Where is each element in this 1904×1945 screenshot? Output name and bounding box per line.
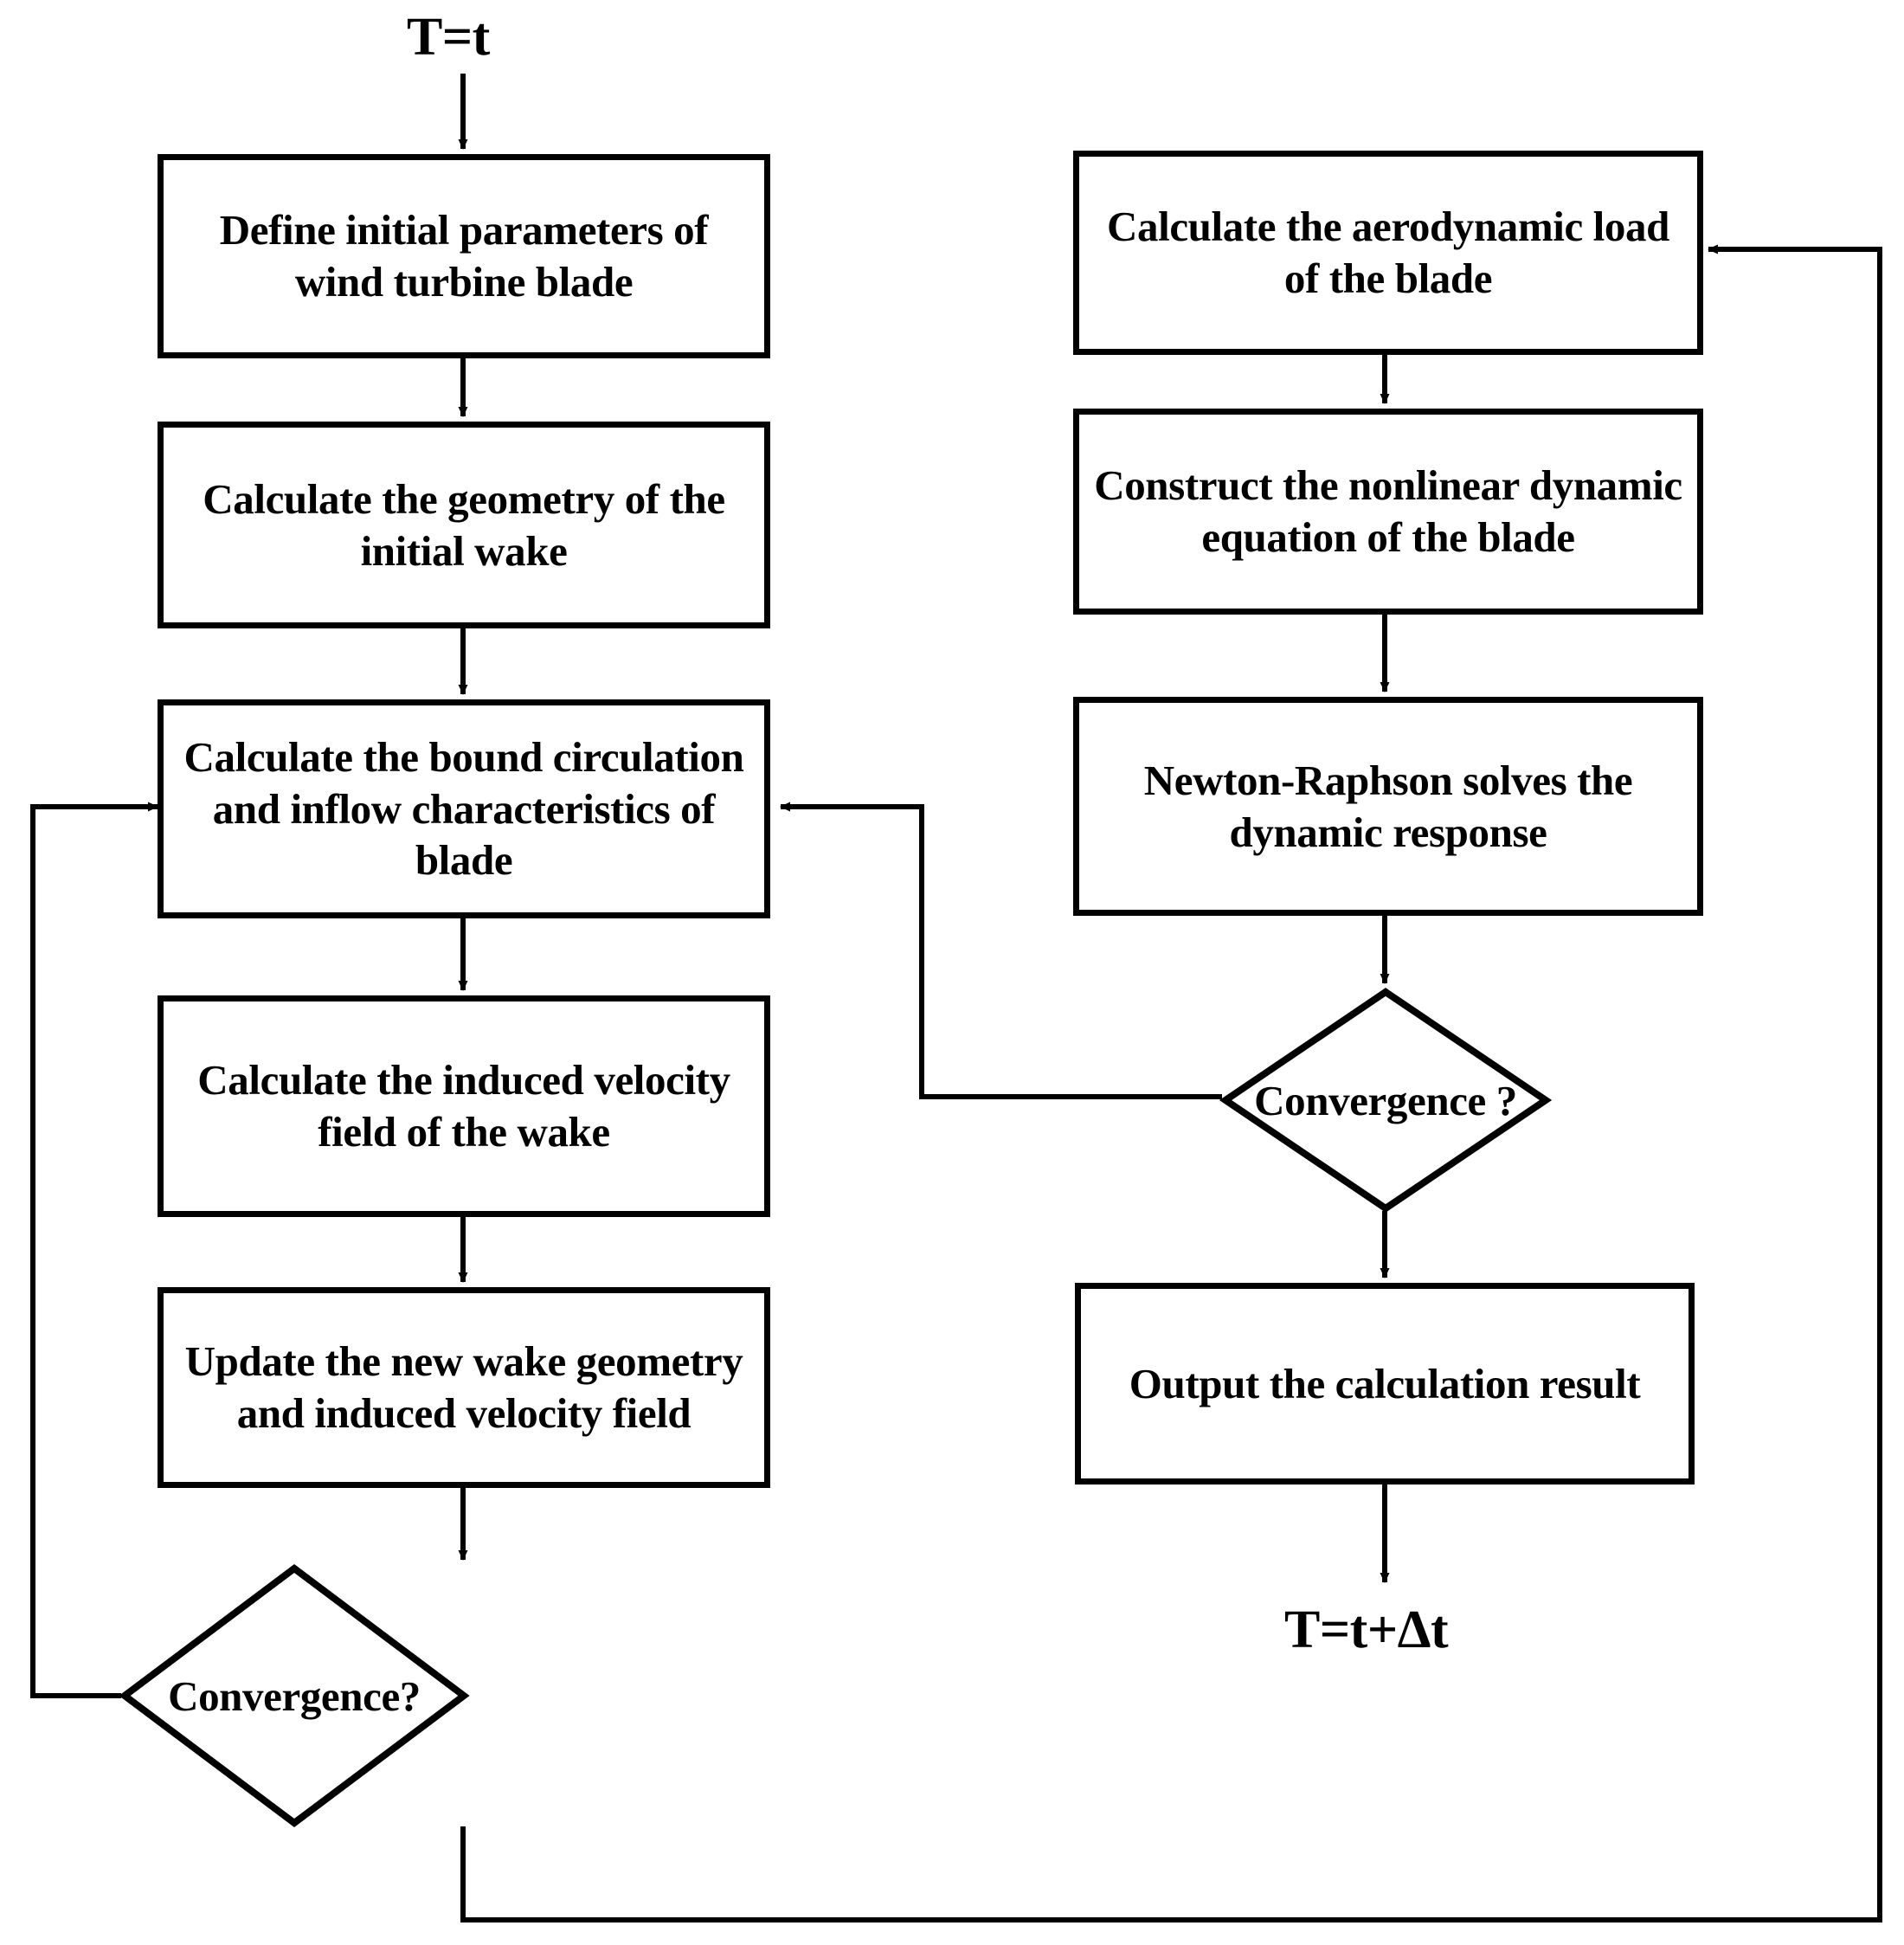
process-node-calculate-bound-circulation[interactable]: Calculate the bound circulation and infl… (158, 699, 770, 918)
process-node-define-initial-parameters[interactable]: Define initial parameters of wind turbin… (158, 154, 770, 358)
decision-node-dynamic-convergence[interactable]: Convergence ? (1219, 988, 1553, 1213)
process-node-label: Update the new wake geometry and induced… (184, 1337, 743, 1437)
decision-node-label: Convergence ? (1254, 1076, 1517, 1124)
process-node-label: Calculate the bound circulation and infl… (183, 732, 744, 885)
start-label: T=t (407, 8, 490, 67)
decision-node-label: Convergence? (168, 1671, 421, 1720)
process-node-construct-nonlinear-dynamic-equation[interactable]: Construct the nonlinear dynamic equation… (1073, 409, 1703, 615)
process-node-newton-raphson-solver[interactable]: Newton-Raphson solves the dynamic respon… (1073, 697, 1703, 916)
edge-decision1-to-node6 (460, 244, 1882, 1922)
process-node-update-wake-geometry[interactable]: Update the new wake geometry and induced… (158, 1287, 770, 1488)
diamond-shape (119, 1564, 470, 1827)
decision-node-wake-convergence[interactable]: Convergence? (119, 1564, 470, 1827)
process-node-label: Construct the nonlinear dynamic equation… (1094, 461, 1682, 561)
process-node-label: Calculate the aerodynamic load of the bl… (1107, 203, 1669, 302)
process-node-calculate-initial-wake-geometry[interactable]: Calculate the geometry of the initial wa… (158, 422, 770, 628)
process-node-label: Newton-Raphson solves the dynamic respon… (1143, 756, 1633, 856)
process-node-calculate-aerodynamic-load[interactable]: Calculate the aerodynamic load of the bl… (1073, 151, 1703, 355)
end-label: T=t+Δt (1284, 1600, 1449, 1659)
diamond-shape (1219, 988, 1553, 1213)
edge-decision2-loop-to-node3 (780, 802, 1222, 1099)
process-node-label: Calculate the geometry of the initial wa… (203, 474, 725, 575)
process-node-label: Output the calculation result (1129, 1359, 1641, 1407)
edge-decision1-loop-to-node3 (30, 802, 158, 1698)
process-node-label: Define initial parameters of wind turbin… (219, 206, 709, 306)
process-node-calculate-induced-velocity-field[interactable]: Calculate the induced velocity field of … (158, 995, 770, 1217)
process-node-label: Calculate the induced velocity field of … (197, 1056, 730, 1156)
process-node-output-result[interactable]: Output the calculation result (1075, 1283, 1695, 1485)
